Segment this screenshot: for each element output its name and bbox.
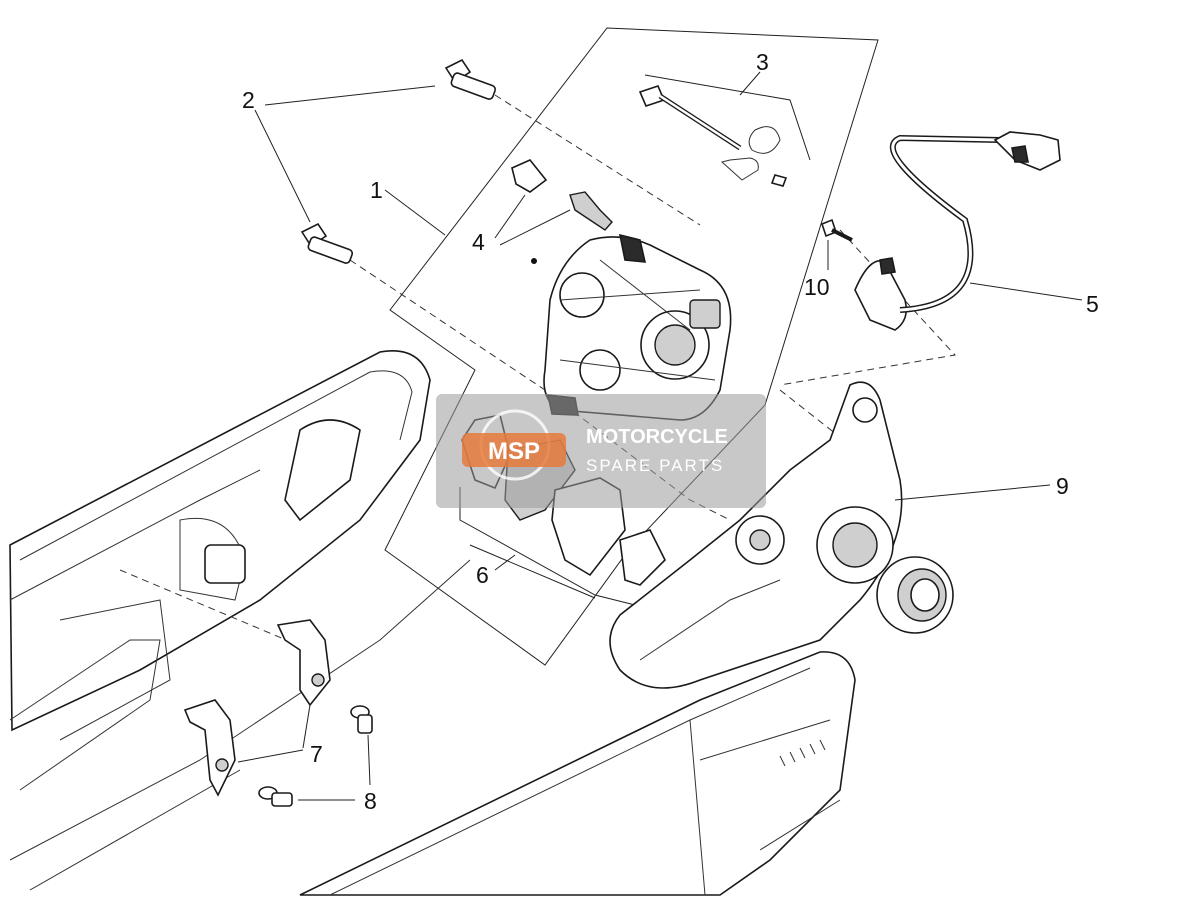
callout-5: 5 [1086,291,1099,317]
watermark-title: MOTORCYCLE [586,426,728,448]
watermark-subtitle: SPARE PARTS [586,456,724,475]
callout-10: 10 [804,274,830,300]
clip-upper [276,619,331,707]
leader-lines [237,71,1083,801]
callout-2: 2 [242,87,255,113]
swingarm-left [9,350,471,891]
swingarm-right [299,651,856,896]
bleed-fitting [511,159,613,264]
screw-upper [350,705,373,734]
callout-9: 9 [1056,473,1069,499]
abs-sensor [854,131,1061,331]
callout-6: 6 [476,562,489,588]
clip-lower [183,699,236,797]
brake-caliper [543,233,732,421]
callout-1: 1 [370,177,383,203]
pin-kit [638,85,788,187]
wheel-spacer [876,556,954,634]
callout-3: 3 [756,49,769,75]
sensor-screw [821,218,853,242]
callout-8: 8 [364,788,377,814]
callout-labels: 1 2 3 4 5 6 7 8 9 10 [242,49,1099,814]
bolt-lower [300,222,354,264]
watermark: MSP MOTORCYCLE SPARE PARTS [436,394,766,508]
callout-4: 4 [472,229,485,255]
caliper-bracket [609,381,903,689]
screw-lower [258,786,293,807]
watermark-logo: MSP [488,438,540,465]
bolt-upper [444,58,497,100]
callout-7: 7 [310,741,323,767]
